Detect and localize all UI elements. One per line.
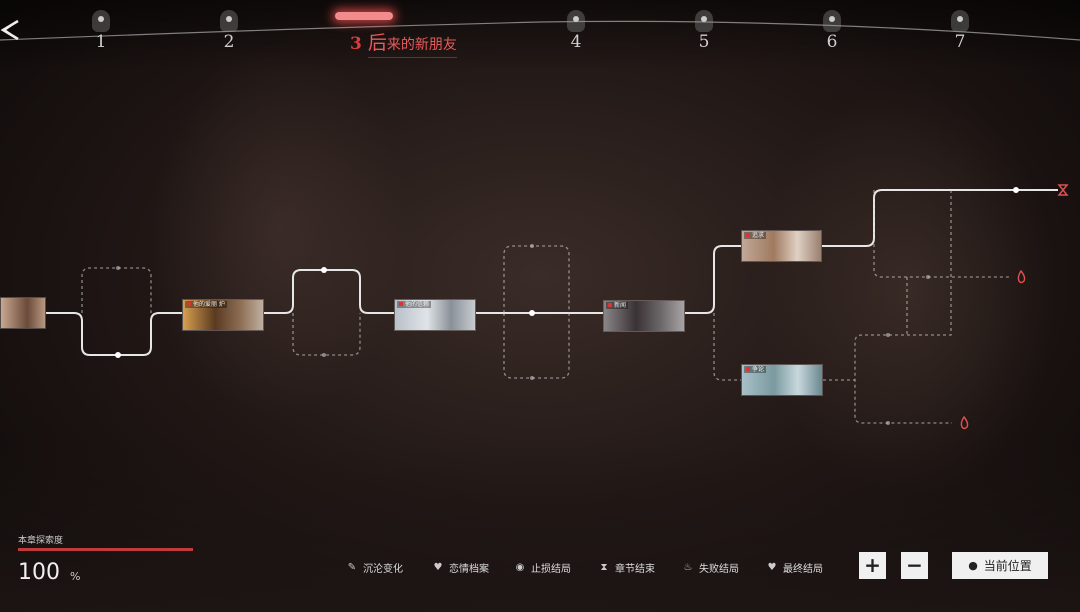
heart-icon: ♥ <box>767 562 777 573</box>
chapter-7-tab[interactable]: 7 <box>945 10 975 52</box>
progress-fill <box>18 548 193 551</box>
lock-pin-icon <box>567 10 585 32</box>
hourglass-icon: ⧗ <box>600 562 608 573</box>
chapter-number: 6 <box>826 32 838 52</box>
lock-pin-icon <box>951 10 969 32</box>
chapter-timeline <box>0 20 1080 41</box>
chapter-number: 2 <box>223 32 235 52</box>
failure-ending-flame-icon <box>960 415 969 430</box>
flame-icon: ♨ <box>683 562 693 573</box>
unexplored-path <box>81 190 1012 424</box>
chapter-title: 后来的新朋友 <box>367 28 457 58</box>
eye-icon: ◉ <box>515 562 525 573</box>
story-node[interactable]: 他的信赖 <box>394 299 476 331</box>
node-label: 新闻 <box>606 302 629 309</box>
chapter-number: 5 <box>698 32 710 52</box>
exploration-progress-bar <box>18 548 193 551</box>
pen-icon: ✎ <box>347 562 357 573</box>
legend-sinking-change: ✎ 沉沦变化 <box>347 562 403 575</box>
story-node[interactable]: 追求 <box>741 230 822 262</box>
chapter-number: 7 <box>954 32 966 52</box>
chapter-3-tab[interactable]: 3 后来的新朋友 <box>350 28 457 58</box>
node-label: 他的信赖 <box>397 301 432 308</box>
story-node[interactable]: 新闻 <box>603 300 685 332</box>
exploration-unit: % <box>70 570 81 583</box>
zoom-out-button[interactable]: − <box>901 552 928 579</box>
locate-pin-icon: ● <box>968 559 978 572</box>
chapter-number: 3 <box>350 34 362 54</box>
lock-pin-icon <box>823 10 841 32</box>
legend-chapter-end: ⧗ 章节结束 <box>598 560 655 575</box>
node-thumbnail <box>1 298 45 328</box>
node-label: 争论 <box>744 366 767 373</box>
exploration-value: 100 <box>18 560 60 585</box>
chapter-5-tab[interactable]: 5 <box>689 10 719 52</box>
chapter-end-hourglass-icon <box>1057 184 1069 196</box>
story-node[interactable]: 他的爱丽 炉 <box>182 299 264 331</box>
story-node[interactable] <box>0 297 46 329</box>
node-label: 他的爱丽 炉 <box>185 301 227 308</box>
path-junction-dots <box>115 187 1019 358</box>
back-button[interactable] <box>0 18 22 42</box>
lock-pin-icon <box>220 10 238 32</box>
chapter-2-tab[interactable]: 2 <box>214 10 244 52</box>
failure-ending-flame-icon <box>1017 269 1026 284</box>
back-arrow-icon <box>0 19 19 41</box>
node-label: 追求 <box>744 232 767 239</box>
chapter-number: 4 <box>570 32 582 52</box>
chapter-4-tab[interactable]: 4 <box>561 10 591 52</box>
current-position-button[interactable]: ● 当前位置 <box>952 552 1048 579</box>
zoom-in-button[interactable]: + <box>859 552 886 579</box>
chapter-6-tab[interactable]: 6 <box>817 10 847 52</box>
lock-pin-icon <box>92 10 110 32</box>
legend-romance-file: ♥ 恋情档案 <box>433 562 489 575</box>
chapter-1-tab[interactable]: 1 <box>86 10 116 52</box>
unexplored-dots <box>116 244 930 425</box>
exploration-label: 本章探索度 <box>18 536 64 546</box>
legend-final-ending: ♥ 最终结局 <box>767 562 823 575</box>
chapter-number: 1 <box>95 32 107 52</box>
legend-stop-loss-ending: ◉ 止损结局 <box>515 562 571 575</box>
active-chapter-glow <box>335 12 393 20</box>
heart-file-icon: ♥ <box>433 562 443 573</box>
lock-pin-icon <box>695 10 713 32</box>
current-position-label: 当前位置 <box>983 559 1032 573</box>
legend-failure-ending: ♨ 失败结局 <box>683 562 739 575</box>
story-node[interactable]: 争论 <box>741 364 823 396</box>
